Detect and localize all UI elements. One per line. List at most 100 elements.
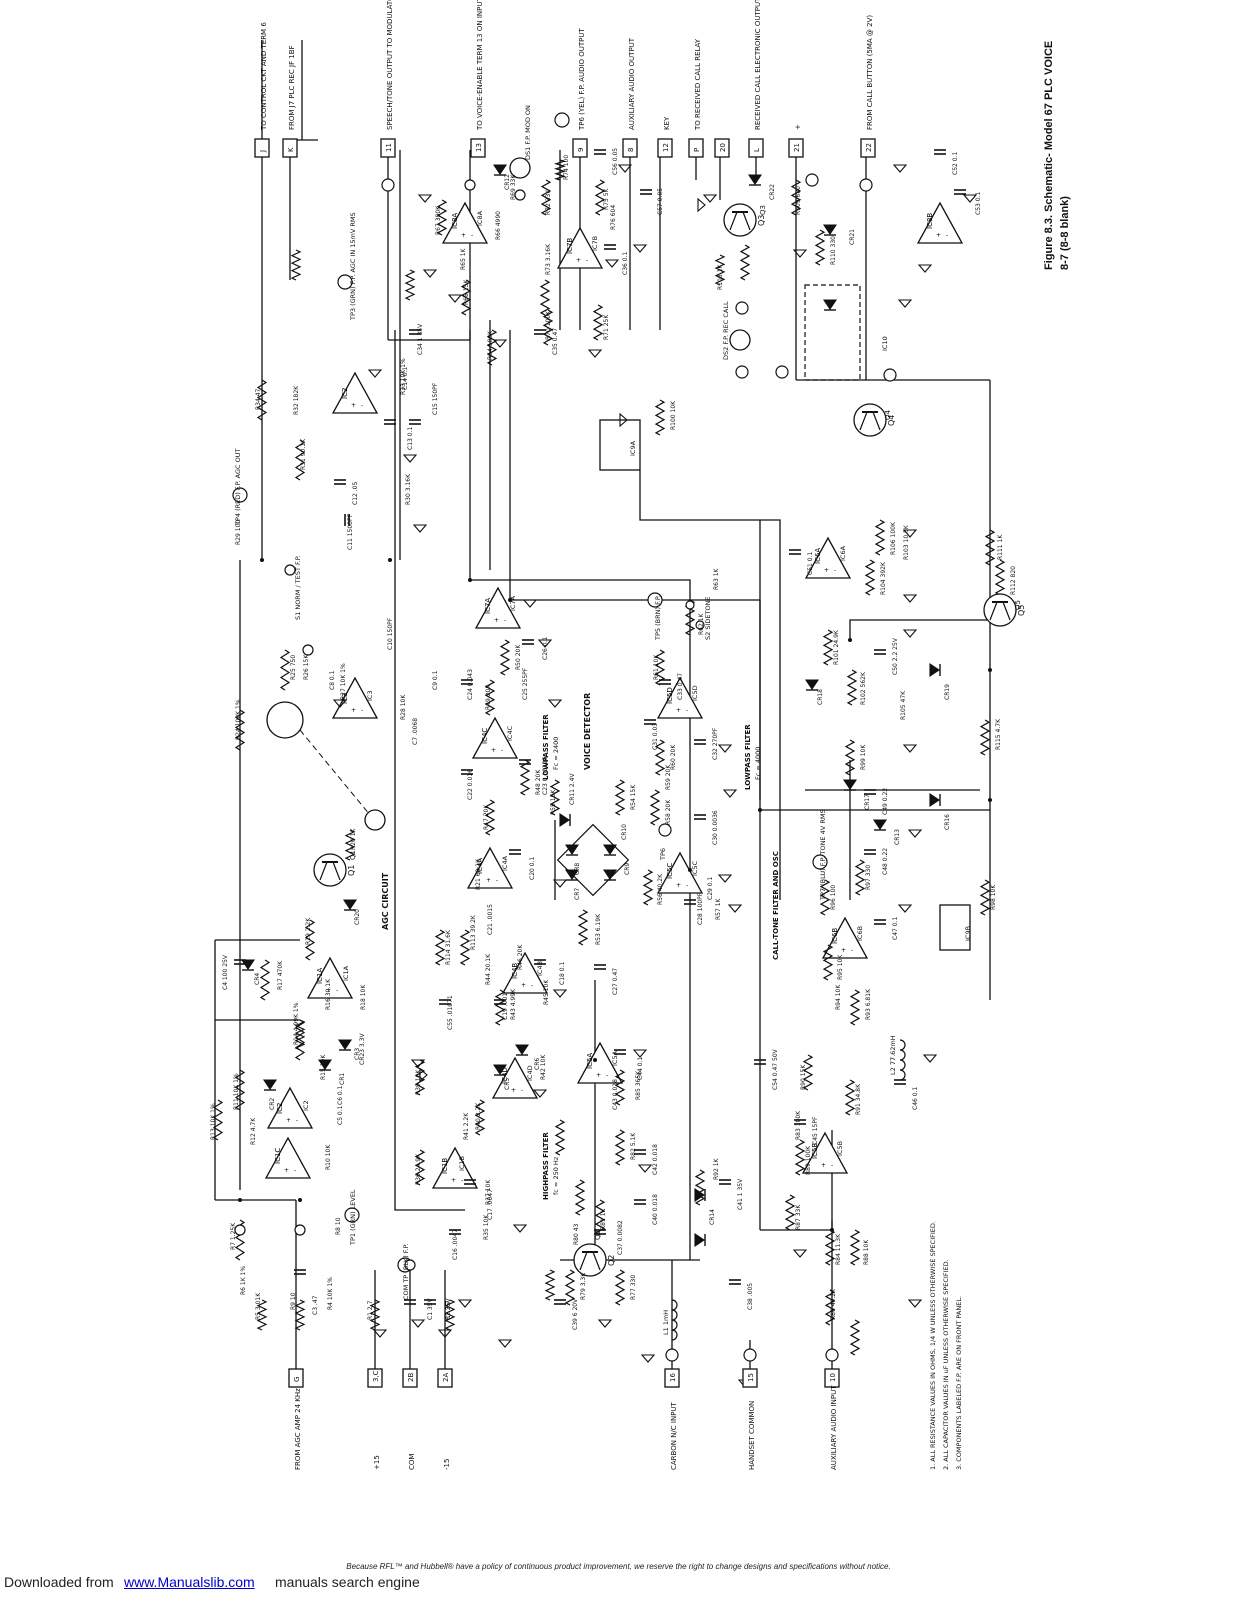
top-terminal-12: [657, 138, 673, 158]
capacitor-label: C50 2.2 25V: [892, 637, 899, 675]
resistor-R34: [256, 379, 268, 421]
diode-label: CR20: [354, 909, 361, 925]
op-amp: +-IC5C: [656, 851, 704, 894]
resistor-label: R76 604: [610, 205, 617, 230]
capacitor-label: C17 .0047: [487, 1189, 494, 1220]
resistor-R58: [649, 789, 661, 826]
op-amp-plus: +: [486, 877, 491, 884]
op-amp: +-IC6B: [821, 916, 869, 959]
resistor-R74: [553, 159, 567, 181]
op-amp-plus: +: [451, 1177, 456, 1184]
diode-CR10: [602, 869, 618, 880]
op-amp-label: IC4A: [476, 858, 484, 874]
resistor-R9: [294, 1299, 306, 1331]
op-amp-plus: +: [576, 257, 581, 264]
op-amp-body: [656, 676, 704, 719]
capacitor-label: C30 0.0036: [712, 810, 719, 845]
tp6-node: [554, 112, 570, 128]
resistor-label: R63 1K: [713, 567, 720, 590]
op-amp-label: IC4C: [481, 728, 489, 744]
op-amp: +-IC3: [331, 676, 379, 719]
op-amp-minus: -: [461, 1177, 463, 1184]
manualslib-link[interactable]: www.Manualslib.com: [124, 1574, 255, 1590]
resistor-R86: [824, 1289, 836, 1326]
op-amp-body: [331, 676, 379, 719]
capacitor-label: C41 1 35V: [737, 1178, 744, 1210]
ground-symbol: [962, 194, 978, 203]
resistor-R80: [574, 1179, 586, 1216]
bottom-terminal-caption: HANDSET COMMON: [748, 1401, 756, 1470]
top-terminal-8: [622, 138, 638, 158]
resistor-label: R5 3.01K: [255, 1292, 262, 1320]
bottom-terminal-caption: COM: [408, 1454, 416, 1470]
op-amp-body: [264, 1136, 312, 1179]
capacitor-label: C7 .0068: [412, 718, 419, 745]
top-terminal-11: [380, 138, 396, 158]
resistor-R101b: [822, 629, 834, 666]
resistor-label: R102 562K: [860, 671, 867, 705]
resistor-R70: [542, 309, 554, 346]
op-amp-plus: +: [824, 567, 829, 574]
resistor-label: R113 39.2K: [470, 914, 477, 950]
ground-symbol: [412, 524, 428, 533]
ic-IC9A: [599, 419, 641, 471]
resistor-label: R34 47: [255, 388, 262, 410]
resistor-label: R50 20K: [515, 644, 522, 670]
e-node: [514, 189, 526, 201]
resistor-label: R104 392K: [880, 561, 887, 595]
resistor-label: R89 100K: [805, 1145, 812, 1175]
op-amp-plus: +: [841, 947, 846, 954]
optocoupler-IC10: [804, 284, 861, 381]
top-terminal-20-label: 20: [719, 143, 727, 152]
op-amp-label: IC6B: [831, 928, 839, 944]
capacitor-label: C52 0.1: [952, 152, 959, 175]
capacitor-label: C47 0.1: [892, 917, 899, 940]
wire: [639, 470, 781, 900]
transistor-label: Q3: [757, 215, 766, 226]
resistor-label: R47 20K: [483, 804, 490, 830]
test-point-label-tp6: TP6: [659, 848, 667, 861]
resistor-label: R40 2.2K: [475, 1102, 482, 1130]
transistor: [853, 403, 887, 437]
transistor-emitter: [592, 1251, 601, 1271]
op-amp-label: IC7B: [566, 238, 574, 254]
e-node: [234, 1224, 246, 1236]
inductor-label-L1: L1 1mH: [662, 1310, 670, 1335]
bottom-terminal-2b-label: 2B: [407, 1373, 415, 1382]
capacitor-label: C8 0.1: [329, 670, 336, 690]
resistor-label: R36 24.9K: [415, 1153, 422, 1185]
resistor-label: R94 10K: [835, 984, 842, 1010]
op-amp: +-IC2: [266, 1086, 314, 1129]
capacitor-label: C45 15PF: [812, 1116, 819, 1145]
op-amp-plus: +: [676, 707, 681, 714]
resistor-label: R42 10K: [540, 1054, 547, 1080]
bottom-terminal-2b: [402, 1368, 418, 1388]
ground-symbol: [902, 629, 918, 638]
resistor-label: R43 4.99K: [510, 988, 517, 1020]
test-point-label-tp4: TP4 (RED) F.P. AGC OUT: [234, 448, 242, 526]
resistor-label: R99 10K: [860, 744, 867, 770]
diode-label: CR2: [269, 1098, 276, 1110]
transistor-collector: [729, 211, 738, 231]
resistor-label: R93 6.81K: [865, 988, 872, 1020]
resistor-label: R35 10K: [483, 1214, 490, 1240]
transistor: [313, 853, 347, 887]
schematic-note: 1. ALL RESISTANCE VALUES IN OHMS, 1/4 W …: [929, 1221, 937, 1470]
e-node: [825, 1348, 839, 1362]
resistor-label: R72 33K: [545, 189, 552, 215]
s1-node: [284, 564, 296, 576]
resistor-label: R103 10.5K: [903, 524, 910, 560]
resistor-label: R2 2.7: [445, 1300, 452, 1320]
resistor-R19: [304, 919, 316, 961]
op-amp-minus: -: [586, 257, 588, 264]
resistor-R71: [592, 304, 604, 341]
transistor-emitter: [872, 411, 881, 431]
capacitor-label: C31 0.03: [652, 723, 659, 750]
resistor-R76: [564, 1269, 576, 1306]
resistor-label: R98 10K: [990, 884, 997, 910]
e-node: [665, 1348, 679, 1362]
op-amp: +- IC7B: [556, 226, 604, 269]
resistor-R102: [846, 669, 858, 706]
op-amp-plus: +: [326, 987, 331, 994]
figure-caption-line2: 8-7 (8-8 blank): [1059, 196, 1071, 270]
